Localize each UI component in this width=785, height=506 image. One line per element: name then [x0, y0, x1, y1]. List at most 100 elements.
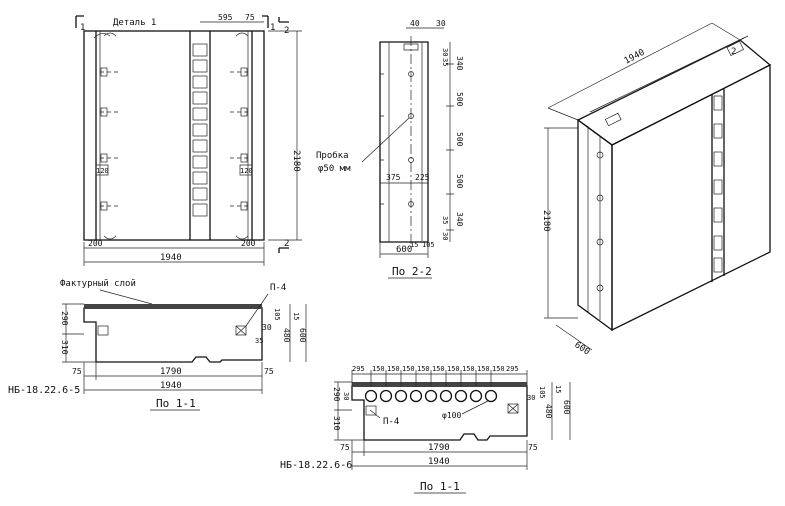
- section-b-dim-1940: 1940: [428, 457, 450, 467]
- section-b-dim-600: 600: [562, 400, 571, 415]
- section-b-dim-top-8: 150: [477, 365, 490, 373]
- side-left-notches: [380, 73, 384, 205]
- section-b-dim-top-5: 150: [432, 365, 445, 373]
- front-groove-keys: [192, 43, 208, 217]
- iso-top-rim-inner: [585, 37, 745, 117]
- iso-dim-depth: 600: [572, 340, 591, 357]
- section-a-right-insert: [235, 325, 247, 336]
- section-b-hole-leader: [461, 400, 489, 415]
- section-b-facing-layer: [352, 382, 527, 387]
- iso-depth-dimension-line: [555, 324, 593, 351]
- section-b-dim-top-10: 295: [506, 365, 519, 373]
- section-a-dim-105: 105: [273, 308, 281, 321]
- side-dim-30-bottom: 30: [441, 232, 449, 240]
- side-view: 40 30 30 35 340 500 500 500 340 35 30 37…: [316, 19, 464, 279]
- section-a-mark: НБ-18.22.6-5: [8, 385, 80, 396]
- front-dim-200-left: 200: [88, 239, 103, 248]
- section-b-dim-480: 480: [544, 404, 553, 419]
- section-b-right-insert: [507, 403, 519, 414]
- section-b-mark: НБ-18.22.6-6: [280, 460, 352, 471]
- section-a-dim-75-left: 75: [72, 367, 82, 376]
- side-dim-30-top-v: 30: [441, 48, 449, 56]
- section-a-dim-35: 35: [255, 337, 263, 345]
- section-a-dim-30: 30: [262, 323, 272, 332]
- section-a-dim-600: 600: [298, 328, 307, 343]
- section-a-dim-75-right: 75: [264, 367, 274, 376]
- side-dim-35-bottom: 35: [441, 216, 449, 224]
- section-a: Фактурный слой П-4 290 310 105 30 35 480…: [8, 279, 307, 411]
- section-a-dim-290: 290: [60, 311, 69, 326]
- section-a-dim-1940: 1940: [160, 381, 182, 391]
- section-a-facing-layer: [84, 304, 262, 309]
- section-b-dim-top-3: 150: [402, 365, 415, 373]
- side-plug-label: Пробка: [316, 150, 349, 161]
- section-a-layer-leader: [99, 289, 153, 305]
- section-b-bolt-label: П-4: [383, 417, 399, 427]
- section-b-dim-15: 15: [554, 385, 562, 393]
- front-dim-595: 595: [218, 13, 233, 22]
- iso-detail-box: [726, 40, 744, 57]
- side-dim-225: 225: [415, 173, 430, 182]
- section-b-top-dimension-ticks: [351, 370, 528, 386]
- side-dim-500-c: 500: [455, 174, 464, 189]
- front-dim-120-left: 120: [96, 167, 109, 175]
- front-view: Деталь 1 1 1 2 2 595 75 120 120 200 200 …: [75, 13, 302, 266]
- front-dim-height: 2180: [291, 150, 301, 172]
- side-dim-500-b: 500: [455, 132, 464, 147]
- section-a-dim-15: 15: [292, 312, 300, 320]
- side-dimension-ticks: [446, 63, 454, 231]
- side-dim-40: 40: [410, 19, 420, 28]
- iso-side-face: [577, 118, 613, 332]
- section-b-dim-top-1: 150: [372, 365, 385, 373]
- iso-side-holes: [596, 151, 604, 292]
- front-section-mark-bottom: [278, 247, 289, 253]
- section-a-dim-480: 480: [282, 328, 291, 343]
- front-dim-200-right: 200: [241, 239, 256, 248]
- iso-dim-height: 2180: [541, 210, 551, 232]
- section-b-dim-30: 30: [342, 392, 350, 400]
- front-dim-width: 1940: [160, 253, 182, 263]
- section-b-dim-310: 310: [332, 416, 341, 431]
- section-b-dim-1790: 1790: [428, 443, 450, 453]
- iso-width-ext-left: [547, 107, 579, 121]
- side-view-title: По 2-2: [392, 265, 432, 278]
- front-cut-mark-right-label: 1: [270, 23, 275, 33]
- iso-top-face: [576, 39, 772, 146]
- iso-front-groove: [711, 89, 725, 282]
- section-b-dim-top-2: 150: [387, 365, 400, 373]
- iso-width-ext-right: [711, 22, 741, 41]
- iso-dim-width: 1940: [623, 48, 647, 67]
- iso-detail-mark: 2: [731, 47, 736, 57]
- section-a-bolt-leader: [245, 293, 269, 327]
- section-b-dim-top-7: 150: [462, 365, 475, 373]
- side-dim-340-top: 340: [455, 56, 464, 71]
- iso-top-insert-left: [604, 112, 622, 127]
- section-b-dim-top-0: 295: [352, 365, 365, 373]
- iso-groove-keys: [713, 95, 723, 273]
- section-a-dim-1790: 1790: [160, 367, 182, 377]
- side-holes: [408, 71, 414, 207]
- front-lift-loops: [103, 32, 249, 240]
- side-view-outline: [379, 41, 429, 243]
- front-detail-label: Деталь 1: [113, 18, 156, 28]
- side-dim-600: 600: [396, 245, 412, 255]
- front-view-outline: [83, 30, 265, 241]
- section-b-right-insert-cross: [507, 403, 519, 414]
- section-a-dim-310: 310: [60, 340, 69, 355]
- iso-width-dimension-line: [547, 22, 713, 109]
- section-b-dim-75-left: 75: [340, 443, 350, 452]
- section-b-bolt-leader: [369, 409, 381, 419]
- front-cut-mark-top-label: 1: [80, 23, 85, 33]
- section-a-title: По 1-1: [156, 397, 196, 410]
- front-cut-mark-right: [262, 15, 269, 28]
- front-dim-75: 75: [245, 13, 255, 22]
- side-dim-35-top: 35: [441, 58, 449, 66]
- front-dim-120-right: 120: [240, 167, 253, 175]
- section-a-right-insert-cross: [235, 325, 247, 336]
- section-b: 295 150 150 150 150 150 150 150 150 150 …: [280, 365, 571, 494]
- side-top-insert: [403, 43, 419, 51]
- front-hidden-loops: [100, 67, 248, 211]
- front-detail-leader: [93, 33, 111, 39]
- section-b-title: По 1-1: [420, 480, 460, 493]
